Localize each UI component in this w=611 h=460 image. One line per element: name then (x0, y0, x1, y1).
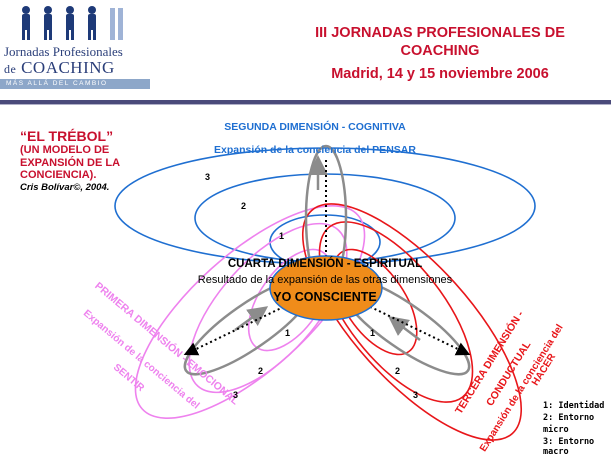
logo-tagline: MÁS ALLÁ DEL CAMBIO (6, 80, 108, 87)
legend-item-3: 3: Entorno (543, 437, 595, 447)
logo-tagline-band: MÁS ALLÁ DEL CAMBIO (0, 79, 150, 89)
ring-number: 2 (395, 366, 401, 376)
behavioral-ring-1 (332, 248, 418, 356)
ring-number: 1 (285, 328, 291, 338)
cognitive-subtitle: Expansión de la conciencia del PENSAR (214, 144, 416, 156)
behavioral-ring-2 (318, 221, 474, 403)
spiritual-subtitle: Resultado de la expansión de las otras d… (197, 274, 453, 286)
legend-item-1: 1: Identidad (543, 401, 605, 411)
emotional-arrow (234, 306, 269, 332)
people-silhouettes-icon (22, 6, 123, 40)
ring-number: 3 (413, 390, 419, 400)
slide-header: Jornadas Profesionales de COACHING MÁS A… (0, 0, 611, 100)
legend: 1: Identidad 2: Entorno micro 3: Entorno… (543, 400, 611, 456)
logo: Jornadas Profesionales de COACHING MÁS A… (0, 0, 150, 89)
event-date: Madrid, 14 y 15 noviembre 2006 (331, 66, 549, 82)
behavioral-ring-3 (301, 203, 523, 441)
header-divider (0, 100, 611, 104)
event-title: III JORNADAS PROFESIONALES DE COACHING (315, 25, 565, 59)
cognitive-title: SEGUNDA DIMENSIÓN - COGNITIVA (224, 121, 406, 133)
model-title-block: “EL TRÉBOL” (UN MODELO DE EXPANSIÓN DE L… (20, 128, 138, 193)
legend-item-2: 2: Entorno micro (543, 413, 595, 435)
model-subtitle: (UN MODELO DE EXPANSIÓN DE LA CONCIENCIA… (20, 144, 120, 181)
ring-number: 3 (205, 172, 211, 182)
model-author: Cris Bolívar©, 2004. (20, 181, 110, 193)
ring-number: 1 (370, 328, 376, 338)
emotional-ring-2 (188, 222, 348, 394)
spiritual-title: CUARTA DIMENSIÓN - ESPIRITUAL (227, 258, 423, 270)
ring-number: 2 (241, 201, 247, 211)
center-label: YO CONSCIENTE (273, 290, 377, 304)
logo-line1: Jornadas Profesionales (4, 44, 123, 59)
ring-number: 2 (258, 366, 264, 376)
legend-item-3-cont: macro (543, 447, 569, 457)
logo-line2: de COACHING (4, 58, 115, 77)
ring-number: 1 (279, 231, 285, 241)
behavioral-arrow (388, 316, 421, 341)
model-title: “EL TRÉBOL” (20, 128, 114, 144)
ring-number: 3 (233, 390, 239, 400)
header-divider-thin (0, 104, 611, 105)
cognitive-ring-2 (194, 173, 456, 263)
center-self (269, 255, 383, 321)
